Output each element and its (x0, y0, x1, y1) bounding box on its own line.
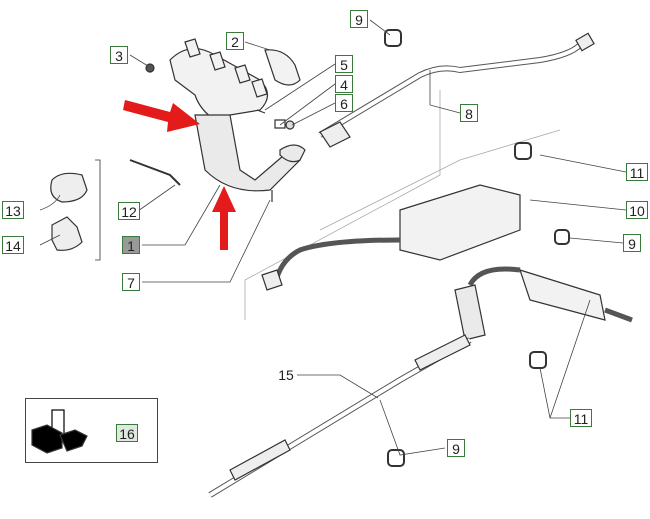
kit-box (25, 398, 158, 463)
rubber-mount-9b (554, 229, 570, 245)
flange (319, 121, 351, 148)
part-label-13[interactable]: 13 (2, 201, 24, 219)
exhaust-manifold (169, 38, 301, 121)
red-arrow-up-icon (212, 186, 236, 250)
red-arrow-icons (123, 100, 236, 250)
rear-silencer-lower (519, 269, 606, 321)
lower-pipe (467, 266, 521, 287)
part-label-11[interactable]: 11 (626, 163, 648, 181)
part-label-4[interactable]: 4 (335, 75, 353, 93)
lower-catalyst (454, 284, 486, 341)
part-label-16[interactable]: 16 (116, 424, 138, 442)
part-label-8[interactable]: 8 (460, 104, 478, 122)
rubber-mount-11 (514, 142, 532, 160)
pipe-clamp (261, 269, 283, 291)
bracket-14 (51, 216, 83, 251)
bracket-brace (95, 159, 101, 261)
part-label-3[interactable]: 3 (110, 46, 128, 64)
rubber-mount-9c (387, 449, 405, 467)
intermediate-pipe-inner (318, 43, 582, 137)
bolt-bracket (256, 109, 286, 129)
part-label-9[interactable]: 9 (447, 439, 465, 457)
part-label-6[interactable]: 6 (335, 94, 353, 112)
part-label-14[interactable]: 14 (2, 236, 24, 254)
part-label-11[interactable]: 11 (570, 409, 592, 427)
rubber-mount-11b (529, 351, 547, 369)
flexible-joint (414, 334, 471, 371)
part-label-9[interactable]: 9 (350, 10, 368, 28)
catalytic-converter (194, 114, 306, 192)
nut-6 (285, 120, 295, 130)
part-label-1-selected[interactable]: 1 (122, 236, 140, 254)
bracket-13 (50, 172, 88, 203)
part-label-5[interactable]: 5 (335, 55, 353, 73)
parts-kit-icon (31, 409, 88, 454)
leader-lines (39, 19, 627, 456)
lambda-sensor (129, 159, 181, 186)
red-arrow-right-icon (123, 100, 200, 132)
part-label-10[interactable]: 10 (626, 201, 648, 219)
tail-pipe (604, 307, 633, 323)
tail-pipe-front (272, 237, 401, 286)
background-plane (244, 90, 561, 320)
pre-silencer (229, 439, 291, 481)
pipe-end (575, 32, 595, 52)
rear-silencer (399, 184, 521, 261)
rubber-mount-9 (384, 29, 402, 47)
part-label-2[interactable]: 2 (226, 32, 244, 50)
part-label-15[interactable]: 15 (278, 367, 294, 383)
part-label-12[interactable]: 12 (118, 202, 140, 220)
part-label-7[interactable]: 7 (122, 273, 140, 291)
part-label-9[interactable]: 9 (623, 234, 641, 252)
